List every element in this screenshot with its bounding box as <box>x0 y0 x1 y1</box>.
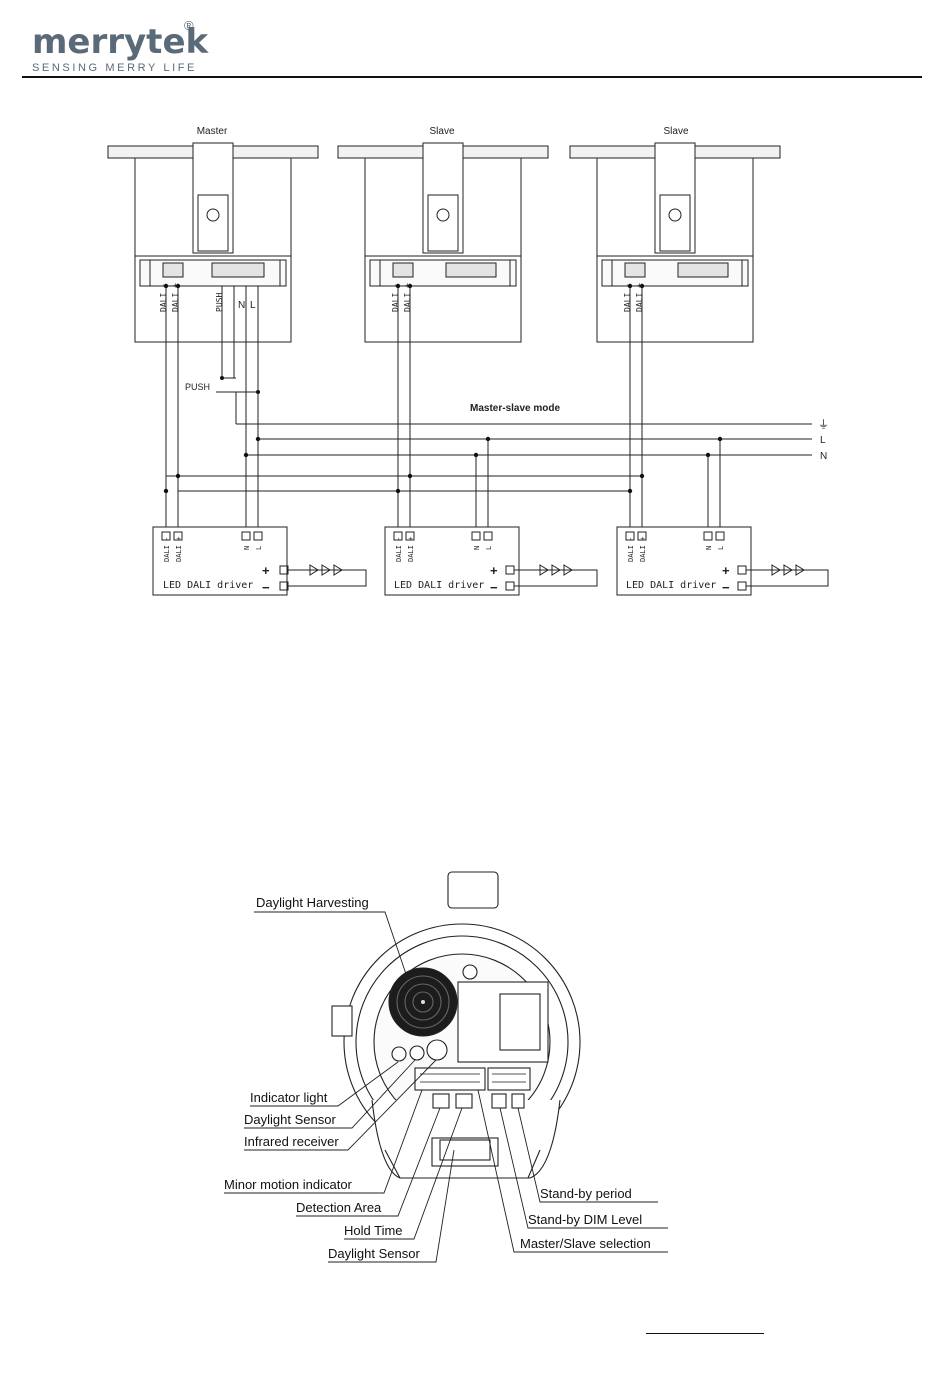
master-terminal-dali-minus: DALI - <box>159 283 168 312</box>
callout-leaders <box>224 911 668 1263</box>
master-terminal-dali-plus: DALI + <box>171 283 180 312</box>
callout-detection-area: Detection Area <box>296 1200 382 1215</box>
sensor-unit-slave-1 <box>337 142 549 343</box>
driver-1-dali-minus: DALI - <box>163 537 171 562</box>
slave-2-terminal-dali-minus: DALI - <box>623 283 632 312</box>
brand-tagline: SENSING MERRY LIFE <box>32 62 197 74</box>
driver-1-minus: − <box>262 580 270 595</box>
driver-2-n: N <box>473 546 481 550</box>
header-divider <box>22 76 922 78</box>
callout-standby-dim-level: Stand-by DIM Level <box>528 1212 642 1227</box>
callout-daylight-harvesting: Daylight Harvesting <box>256 895 369 910</box>
slave-2-terminal-dali-plus: DALI + <box>635 283 644 312</box>
driver-1-title: LED DALI driver <box>163 580 253 591</box>
driver-3-dali-minus: DALI - <box>627 537 635 562</box>
sensor-unit-slave-2 <box>569 142 781 343</box>
slave-1-terminal-dali-plus: DALI + <box>403 283 412 312</box>
push-switch-label: PUSH <box>185 382 210 392</box>
master-terminal-n: N <box>238 300 245 311</box>
driver-1-plus: + <box>262 563 270 578</box>
driver-3-minus: − <box>722 580 730 595</box>
sensor-body <box>331 871 581 1179</box>
driver-3 <box>616 526 829 596</box>
driver-1-l: L <box>255 546 263 550</box>
junction-dots <box>163 283 723 494</box>
driver-2-minus: − <box>490 580 498 595</box>
driver-2-title: LED DALI driver <box>394 580 484 591</box>
bus-label-l: L <box>820 435 826 446</box>
driver-2-plus: + <box>490 563 498 578</box>
mode-label: Master-slave mode <box>470 403 560 414</box>
callout-standby-period: Stand-by period <box>540 1186 632 1201</box>
driver-2-dali-plus: DALI + <box>407 537 415 562</box>
callout-daylight-sensor-1: Daylight Sensor <box>244 1112 336 1127</box>
driver-3-title: LED DALI driver <box>626 580 716 591</box>
driver-2 <box>384 526 598 596</box>
sensor-callout-diagram: Daylight Harvesting Indicator light Dayl… <box>224 871 668 1263</box>
unit-label-slave-1: Slave <box>429 126 454 137</box>
bus-label-n: N <box>820 451 827 462</box>
driver-1-n: N <box>243 546 251 550</box>
master-terminal-push: PUSH <box>215 293 224 312</box>
callout-indicator-light: Indicator light <box>250 1090 328 1105</box>
callout-master-slave-selection: Master/Slave selection <box>520 1236 651 1251</box>
driver-2-dali-minus: DALI - <box>395 537 403 562</box>
driver-2-l: L <box>485 546 493 550</box>
driver-3-n: N <box>705 546 713 550</box>
unit-label-master: Master <box>197 126 228 137</box>
registered-mark: ® <box>184 18 194 33</box>
callout-minor-motion-indicator: Minor motion indicator <box>224 1177 353 1192</box>
brand-logo: merrytek ® SENSING MERRY LIFE <box>28 18 209 80</box>
callout-infrared-receiver: Infrared receiver <box>244 1134 339 1149</box>
driver-3-l: L <box>717 546 725 550</box>
footer-divider <box>646 1333 764 1334</box>
master-terminal-l: L <box>250 300 256 311</box>
driver-1 <box>152 526 367 596</box>
brand-name: merrytek <box>32 22 209 62</box>
callout-daylight-sensor-2: Daylight Sensor <box>328 1246 420 1261</box>
driver-3-plus: + <box>722 563 730 578</box>
bus-lines <box>166 423 812 492</box>
unit-label-slave-2: Slave <box>663 126 688 137</box>
driver-3-dali-plus: DALI + <box>639 537 647 562</box>
slave-1-terminal-dali-minus: DALI - <box>391 283 400 312</box>
sensor-unit-master <box>107 142 319 343</box>
bus-label-earth: ⏚ <box>818 418 829 431</box>
callout-hold-time: Hold Time <box>344 1223 403 1238</box>
driver-1-dali-plus: DALI + <box>175 537 183 562</box>
wiring-diagram: Master Slave Slave PUSH Master-slave mod… <box>107 126 829 596</box>
